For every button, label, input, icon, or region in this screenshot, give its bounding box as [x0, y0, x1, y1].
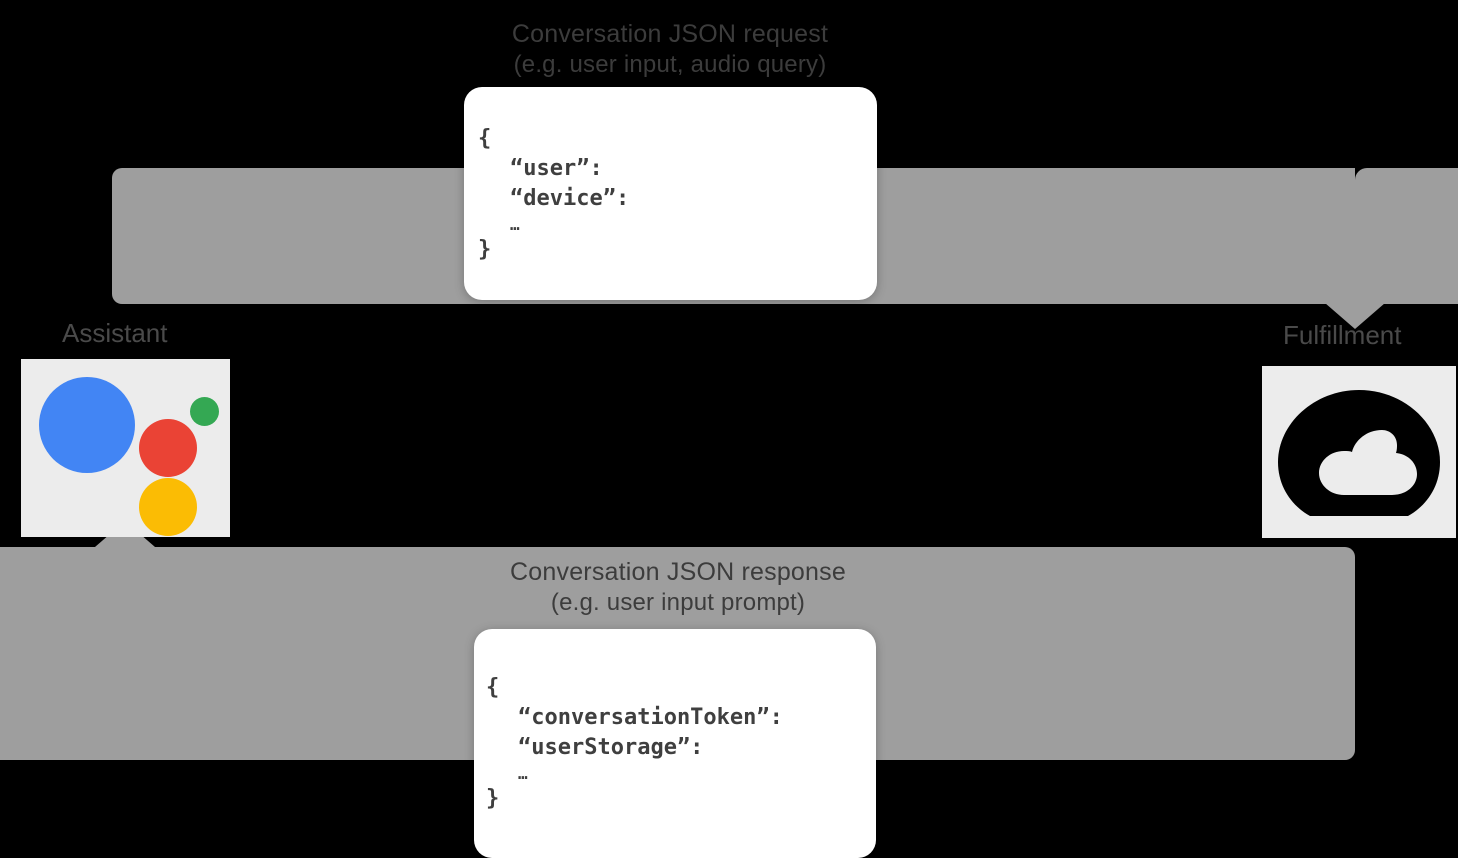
- cloud-functions-icon: [1278, 390, 1440, 516]
- request-flow-label-line2: (e.g. user input, audio query): [513, 51, 827, 78]
- request-json-card: { “user”: “device”: … }: [464, 87, 877, 300]
- request-flow-label: Conversation JSON request (e.g. user inp…: [430, 18, 910, 81]
- response-json-open-brace: {: [486, 675, 500, 700]
- request-arrow-head-down-icon: [1325, 303, 1385, 329]
- response-json-ellipsis: …: [518, 763, 530, 783]
- google-assistant-icon-green-dot: [190, 397, 219, 426]
- google-assistant-icon-blue-dot: [39, 377, 135, 473]
- request-json-ellipsis: …: [510, 214, 522, 234]
- response-flow-label-line1: Conversation JSON response: [510, 558, 846, 586]
- fulfillment-node-label: Fulfillment: [1283, 320, 1402, 350]
- request-json-close-brace: }: [478, 237, 492, 263]
- google-assistant-icon-red-dot: [139, 419, 197, 477]
- request-json-field-device: “device”:: [510, 185, 630, 211]
- request-flow-label-line1: Conversation JSON request: [511, 20, 829, 48]
- fulfillment-node-tile: [1262, 366, 1456, 538]
- assistant-node-tile: [21, 359, 230, 537]
- response-json-close-brace: }: [486, 786, 500, 812]
- response-flow-label-line2: (e.g. user input prompt): [550, 589, 806, 616]
- response-json-card: { “conversationToken”: “userStorage”: … …: [474, 629, 876, 858]
- assistant-node-label: Assistant: [62, 318, 168, 348]
- response-flow-label: Conversation JSON response (e.g. user in…: [438, 556, 918, 619]
- google-assistant-icon-yellow-dot: [139, 478, 197, 536]
- request-json-field-user: “user”:: [510, 155, 603, 181]
- response-json-field-user-storage: “userStorage”:: [518, 734, 704, 760]
- response-json-field-conversation-token: “conversationToken”:: [518, 704, 783, 730]
- request-json-open-brace: {: [478, 126, 492, 151]
- request-arrow-body-right: [1355, 168, 1458, 304]
